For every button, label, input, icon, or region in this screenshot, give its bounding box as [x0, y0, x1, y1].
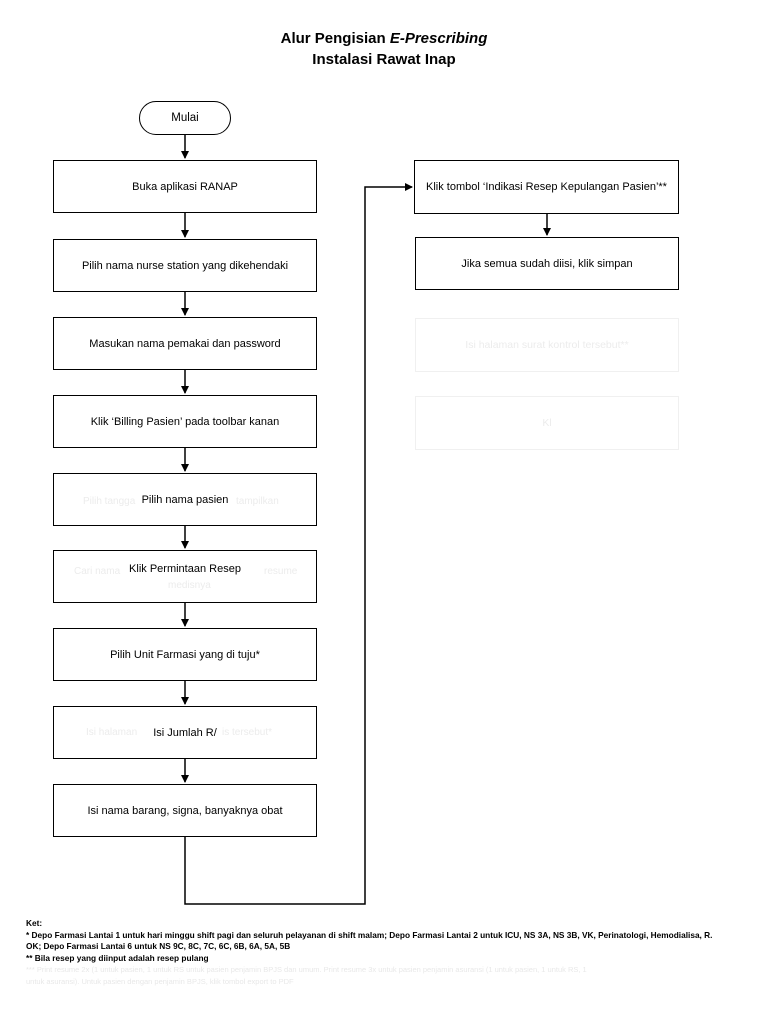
diagram-title: Alur Pengisian E-Prescribing Instalasi R… — [0, 28, 768, 70]
step-billing-pasien: Klik ‘Billing Pasien’ pada toolbar kanan — [53, 395, 317, 448]
note-faint-resume: *** Print resume 2x (1 untuk pasien, 1 u… — [26, 965, 587, 974]
step-fill-drug-details: Isi nama barang, signa, banyaknya obat — [53, 784, 317, 837]
step-enter-credentials: Masukan nama pemakai dan password — [53, 317, 317, 370]
step-open-ranap: Buka aplikasi RANAP — [53, 160, 317, 213]
ghost-step-2: Kl — [415, 396, 679, 450]
ghost-fragment: is tersebut* — [222, 727, 273, 738]
notes-heading: Ket: — [26, 918, 43, 928]
step-choose-pharmacy-unit: Pilih Unit Farmasi yang di tuju* — [53, 628, 317, 681]
step-save: Jika semua sudah diisi, klik simpan — [415, 237, 679, 290]
notes-section: Ket: * Depo Farmasi Lantai 1 untuk hari … — [26, 918, 726, 987]
ghost-fragment: medisnya — [168, 580, 211, 591]
step-permintaan-resep: Klik Permintaan Resep — [53, 550, 317, 603]
title-line-2: Instalasi Rawat Inap — [312, 51, 456, 68]
ghost-fragment: resume — [264, 566, 298, 577]
ghost-fragment: Isi halaman — [86, 727, 138, 738]
ghost-fragment: tampilkan — [236, 496, 279, 507]
note-pharmacy-depots: * Depo Farmasi Lantai 1 untuk hari mingg… — [26, 929, 713, 952]
step-choose-nurse-station: Pilih nama nurse station yang dikehendak… — [53, 239, 317, 292]
ghost-fragment: Pilih tangga — [83, 496, 136, 507]
note-faint-export: untuk asuransi). Untuk pasien dengan pen… — [26, 976, 294, 986]
step-indikasi-resep-kepulangan: Klik tombol ‘Indikasi Resep Kepulangan P… — [414, 160, 679, 214]
ghost-fragment: Cari nama — [74, 566, 121, 577]
title-line-1: Alur Pengisian E-Prescribing — [280, 30, 488, 47]
title-italic: E-Prescribing — [389, 30, 488, 47]
note-discharge-prescription: ** Bila resep yang diinput adalah resep … — [26, 952, 209, 963]
step-choose-patient: Pilih nama pasien — [53, 473, 317, 526]
connector-left-to-right — [184, 183, 413, 905]
ghost-step-1: Isi halaman surat kontrol tersebut** — [415, 318, 679, 372]
start-terminal: Mulai — [139, 101, 231, 135]
step-fill-r-count: Isi Jumlah R/ — [53, 706, 317, 759]
